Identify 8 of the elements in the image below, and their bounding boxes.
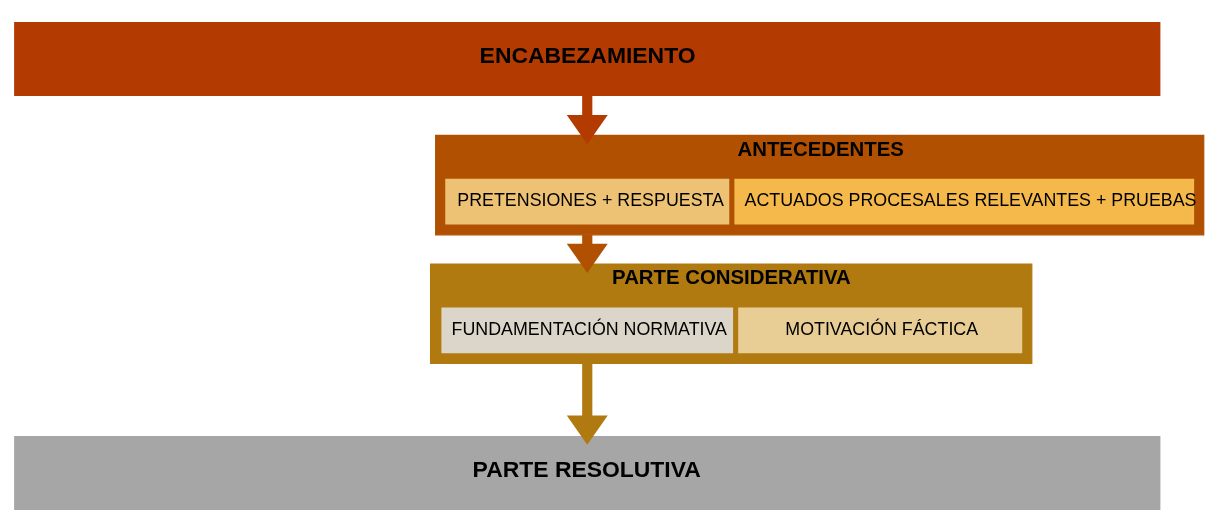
node-box: MOTIVACIÓN FÁCTICA (738, 306, 1023, 353)
arrow (566, 95, 608, 144)
node-box: PARTE RESOLUTIVA (14, 435, 1161, 510)
arrow (566, 362, 608, 445)
node-box: FUNDAMENTACIÓN NORMATIVA (441, 306, 734, 353)
node-box: PRETENSIONES + RESPUESTA (445, 178, 730, 225)
node-box: ENCABEZAMIENTO (14, 21, 1161, 96)
node-box: ACTUADOS PROCESALES RELEVANTES + PRUEBAS (734, 178, 1195, 225)
